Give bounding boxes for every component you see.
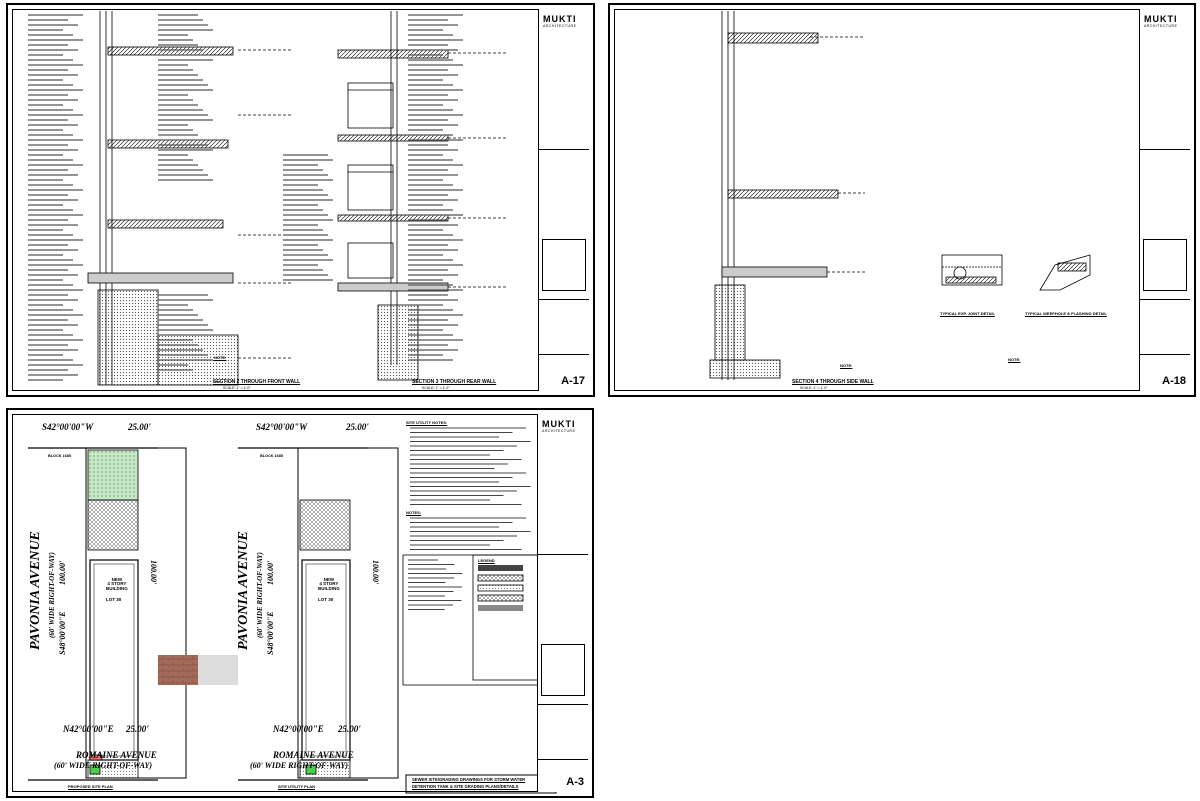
section-3-scale: SCALE: 1" = 1'-0"	[422, 386, 450, 390]
title-block: MUKTI ARCHITECTURE A-18	[1139, 9, 1190, 391]
pavonia-row-right: (60' WIDE RIGHT-OF-WAY)	[256, 552, 264, 638]
distance-bottom-left: 25.00'	[126, 724, 149, 734]
side-right-distance: 100.00'	[266, 560, 275, 585]
sheet-a3: PAVONIA AVENUE (60' WIDE RIGHT-OF-WAY) P…	[6, 408, 594, 798]
lot-label-right: LOT 30	[318, 597, 334, 602]
side-left-distance: 100.00'	[58, 560, 67, 585]
detail-2-caption: TYPICAL WEEPHOLE & FLASHING DETAIL	[1025, 311, 1107, 316]
romaine-avenue-right: ROMAINE AVENUE	[273, 750, 354, 760]
section-4-caption: SECTION 4 THROUGH SIDE WALL	[792, 379, 874, 385]
sheet-number: A-3	[566, 776, 584, 788]
side-left-east-distance: 100.00'	[149, 560, 158, 585]
bearing-top-left: S42°00'00"W	[42, 422, 94, 432]
block-label-right: BLOCK 1685	[260, 454, 284, 458]
sheet-number: A-18	[1162, 375, 1186, 387]
note-title: NOTE:	[840, 363, 853, 368]
building-label-right: NEW 4 STORY BUILDING	[318, 577, 340, 591]
block-label-left: BLOCK 1685	[48, 454, 72, 458]
site-utility-plan-caption: SITE UTILITY PLAN	[278, 784, 316, 789]
brand-sub: ARCHITECTURE	[542, 429, 576, 433]
side-left-bearing: S48°00'00"E	[58, 611, 67, 655]
legend-title: LEGEND	[478, 558, 495, 563]
note-title: NOTE:	[214, 355, 227, 360]
brand-logo: MUKTI	[543, 14, 577, 24]
site-plan-drawing	[28, 427, 557, 794]
proposed-site-plan-caption: PROPOSED SITE PLAN	[68, 784, 113, 789]
bearing-bottom-right: N42°00'00"E	[273, 724, 324, 734]
bearing-top-right: S42°00'00"W	[256, 422, 308, 432]
brand-logo: MUKTI	[1144, 14, 1178, 24]
building-label-left: NEW 4 STORY BUILDING	[106, 577, 128, 591]
romaine-row-left: (60' WIDE RIGHT-OF-WAY)	[54, 761, 153, 770]
side-right-east-distance: 100.00'	[371, 560, 380, 585]
distance-top-left: 25.00'	[128, 422, 151, 432]
title-block: MUKTI ARCHITECTURE A-17	[538, 9, 589, 391]
pavonia-row-left: (60' WIDE RIGHT-OF-WAY)	[48, 552, 56, 638]
side-wall-section-drawing	[709, 11, 1091, 380]
wall-section-drawing	[28, 11, 508, 386]
footer-title-1: SEWER SITE/GRADING DRAWINGS FOR STORM WA…	[412, 777, 526, 782]
romaine-avenue-left: ROMAINE AVENUE	[76, 750, 157, 760]
section-2-scale: SCALE: 1" = 1'-0"	[223, 386, 251, 390]
distance-bottom-right: 25.00'	[338, 724, 361, 734]
section-3-caption: SECTION 3 THROUGH REAR WALL	[412, 379, 497, 385]
romaine-row-right: (60' WIDE RIGHT-OF-WAY)	[250, 761, 349, 770]
brand-sub: ARCHITECTURE	[1144, 24, 1178, 28]
side-right-bearing: S48°00'00"E	[266, 611, 275, 655]
title-block: MUKTI ARCHITECTURE A-3	[537, 414, 588, 792]
sheet-number: A-17	[561, 375, 585, 387]
site-utility-notes-title: SITE UTILITY NOTES:	[406, 420, 448, 425]
lot-label-left: LOT 30	[106, 597, 122, 602]
sheet-a18: SECTION 4 THROUGH SIDE WALL SCALE: 1" = …	[608, 3, 1196, 397]
sheet-a17: SECTION 2 THROUGH FRONT WALL SCALE: 1" =…	[6, 3, 595, 397]
pavonia-avenue-label-left: PAVONIA AVENUE	[28, 531, 43, 650]
pavonia-avenue-label-right: PAVONIA AVENUE	[236, 531, 251, 650]
notes-title: NOTES:	[406, 510, 422, 515]
detail-1-caption: TYPICAL EXP. JOINT DETAIL	[940, 311, 995, 316]
brand-logo: MUKTI	[542, 419, 576, 429]
section-2-caption: SECTION 2 THROUGH FRONT WALL	[213, 379, 301, 385]
section-4-scale: SCALE: 1" = 1'-0"	[800, 386, 828, 390]
note-title-2: NOTE:	[1008, 357, 1021, 362]
bearing-bottom-left: N42°00'00"E	[63, 724, 114, 734]
footer-title-2: DETENTION TANK & SITE GRADING PLANS/DETA…	[412, 784, 519, 789]
brand-sub: ARCHITECTURE	[543, 24, 577, 28]
distance-top-right: 25.00'	[346, 422, 369, 432]
